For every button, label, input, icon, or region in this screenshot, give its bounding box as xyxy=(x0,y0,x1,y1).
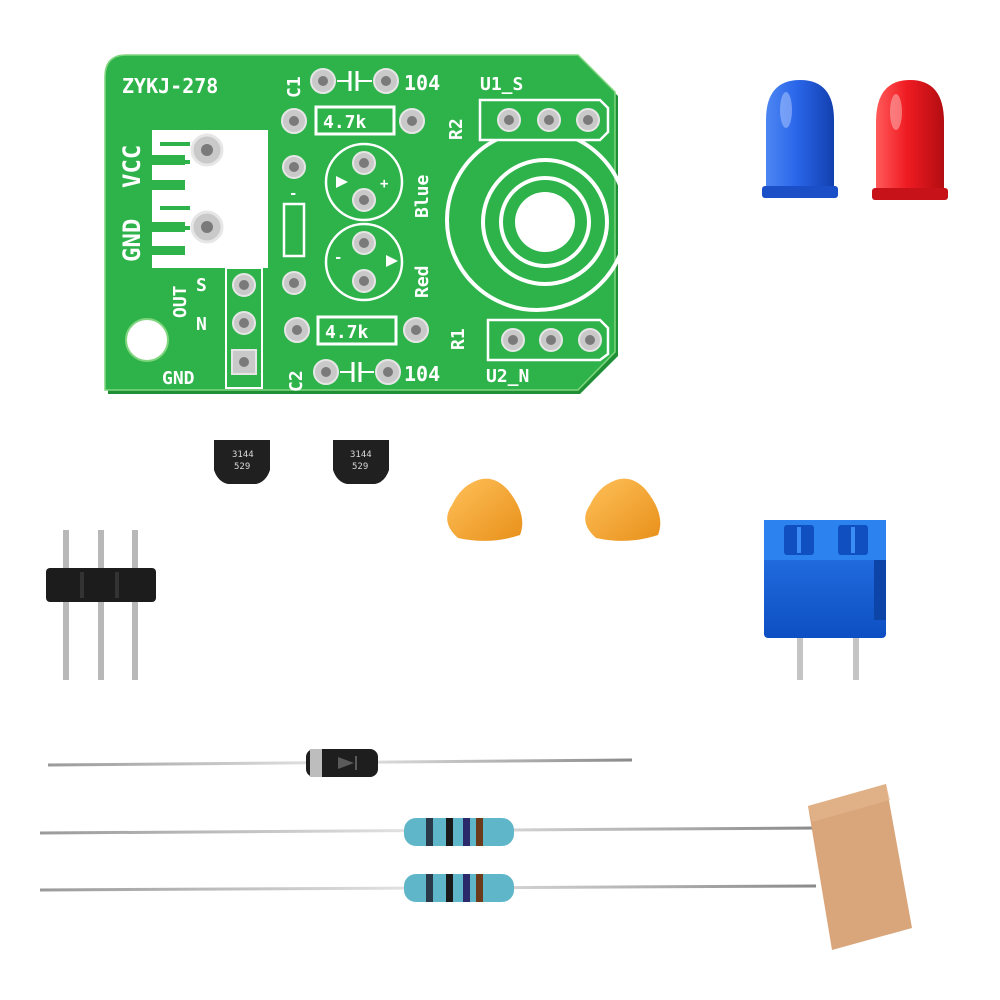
c2-label: C2 xyxy=(286,370,307,392)
pin-header xyxy=(46,530,156,680)
hall-sensor-2: 3144 529 xyxy=(333,440,389,680)
r2-label: R2 xyxy=(446,118,467,140)
hall-sensor-1: 3144 529 xyxy=(214,440,270,680)
screw-terminal xyxy=(764,520,886,680)
pin-s-label: S xyxy=(196,275,207,296)
hall-sensor-2-marking-1: 3144 xyxy=(350,450,372,460)
u2-label: U2_N xyxy=(486,366,529,387)
cap-value-bottom: 104 xyxy=(404,362,440,386)
resistor-2 xyxy=(39,874,817,902)
blue-led xyxy=(762,80,838,445)
led-blue-plus: + xyxy=(380,176,388,192)
power-label-vcc: VCC xyxy=(118,145,146,188)
diode-minus-mark: - xyxy=(289,186,297,202)
resistor-value-top: 4.7k xyxy=(323,112,367,133)
hall-sensor-1-marking-1: 3144 xyxy=(232,450,254,460)
hall-sensor-2-marking-2: 529 xyxy=(352,462,368,472)
u1-label: U1_S xyxy=(480,74,523,95)
power-terminal-footprint xyxy=(152,130,268,268)
power-label-gnd: GND xyxy=(118,219,146,262)
r1-label: R1 xyxy=(448,328,469,350)
diode xyxy=(47,749,633,777)
mounting-hole xyxy=(125,318,169,362)
led-red-minus: - xyxy=(334,250,342,266)
resistor-value-bottom: 4.7k xyxy=(325,322,369,343)
pcb-board: ZYKJ-278 GND VCC C1 104 4.7k R2 - xyxy=(104,54,627,394)
pin-n-label: N xyxy=(196,314,207,335)
red-label: Red xyxy=(412,265,433,298)
ceramic-capacitor-2 xyxy=(585,478,661,680)
cap-value-top: 104 xyxy=(404,71,440,95)
out-label: OUT xyxy=(170,285,191,318)
board-name-label: ZYKJ-278 xyxy=(122,74,218,98)
resistor-tape xyxy=(808,784,912,950)
red-led xyxy=(872,80,948,450)
c1-label: C1 xyxy=(284,76,305,98)
pin-gnd-label: GND xyxy=(162,368,195,389)
blue-label: Blue xyxy=(412,174,433,218)
resistor-1 xyxy=(39,818,817,846)
ceramic-capacitor-1 xyxy=(447,478,523,680)
hall-sensor-1-marking-2: 529 xyxy=(234,462,250,472)
